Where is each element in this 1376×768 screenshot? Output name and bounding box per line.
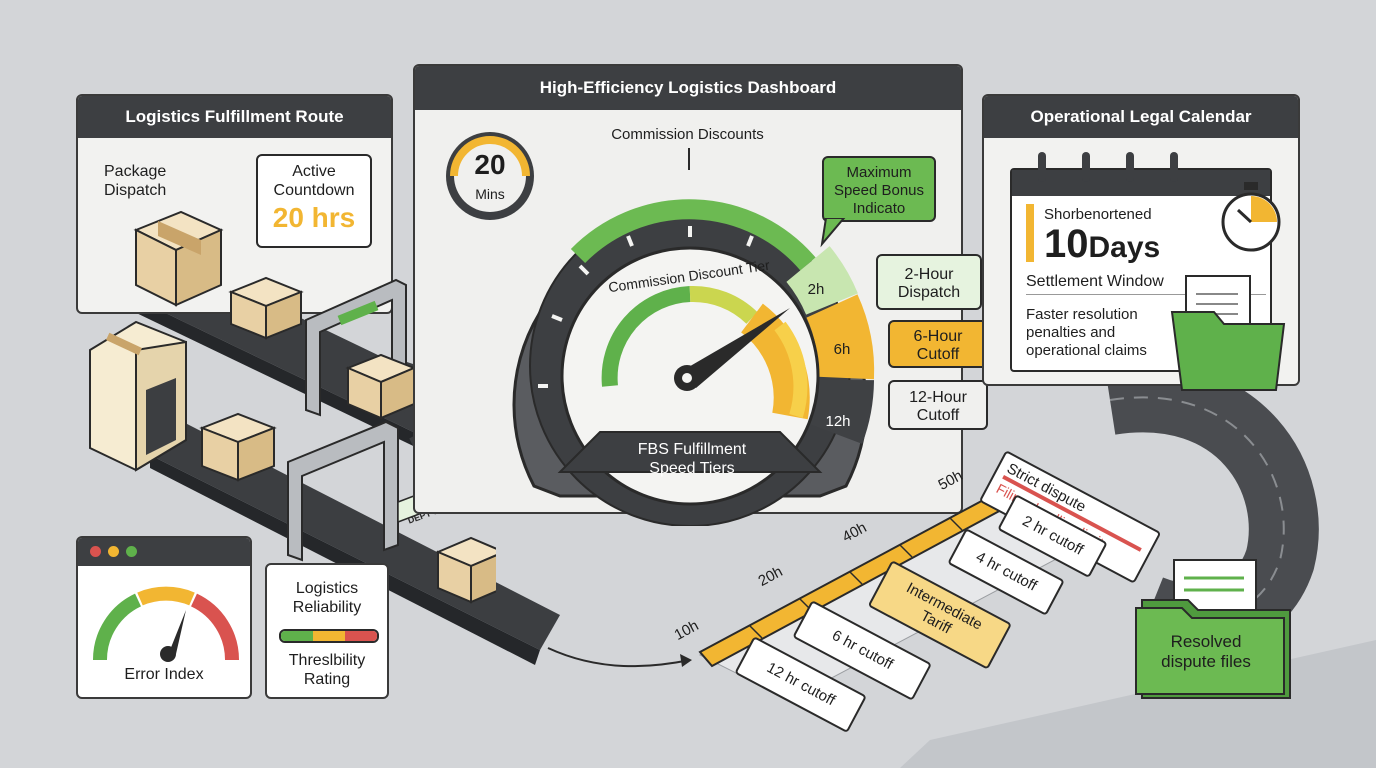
resolved-folder-icon	[1135, 559, 1291, 699]
error-index-label: Error Index	[124, 666, 204, 683]
tier-ring-12h: 12h	[825, 413, 851, 430]
days-unit: Days	[1088, 231, 1161, 264]
stopwatch-icon	[1221, 182, 1281, 252]
gauge-caption: FBS Fulfillment Speed Tiers	[637, 441, 747, 477]
tier-ring-2h: 2h	[807, 281, 825, 298]
tier-callout-12h: 12-Hour Cutoff	[888, 380, 988, 430]
tier-callout-2h: 2-Hour Dispatch	[876, 254, 982, 310]
error-index-panel: Error Index	[76, 536, 252, 699]
scanner-gate-icon	[305, 278, 407, 417]
commission-discounts-label: Commission Discounts	[611, 126, 764, 143]
package-dispatch-label: Package Dispatch	[104, 163, 167, 199]
package-box-icon	[435, 536, 496, 604]
close-dot-icon[interactable]	[90, 546, 101, 557]
error-gauge-icon	[92, 586, 240, 662]
active-countdown-card: Active Countdown 20 hrs	[256, 154, 372, 248]
resolution-text: Faster resolution penalties and operatio…	[1026, 306, 1147, 359]
tier-callout-6h: 6-Hour Cutoff	[888, 320, 988, 368]
package-box-icon	[199, 412, 277, 482]
timer-icon	[446, 132, 534, 220]
warehouse-icon	[89, 320, 187, 472]
timer-unit: Mins	[475, 186, 505, 202]
maximize-dot-icon[interactable]	[126, 546, 137, 557]
error-panel-titlebar	[78, 538, 250, 566]
calendar-rings-icon	[1038, 152, 1178, 182]
folder-icon	[1170, 275, 1286, 391]
conveyor-upper-side	[76, 270, 430, 454]
countdown-label: Active Countdown	[273, 163, 355, 199]
shortened-label: Shorbenortened	[1044, 206, 1152, 223]
dashboard-title: High-Efficiency Logistics Dashboard	[415, 66, 961, 110]
days-display: 10Days	[1044, 222, 1160, 270]
highlight-bar	[1026, 204, 1034, 262]
reliability-bar	[279, 629, 379, 643]
tier-ring-6h: 6h	[833, 341, 851, 358]
countdown-value: 20 hrs	[272, 202, 356, 233]
reliability-title: Logistics Reliability	[292, 580, 362, 616]
package-box-icon	[228, 276, 304, 340]
settlement-window-label: Settlement Window	[1026, 273, 1164, 290]
tier-2h-segment	[785, 246, 858, 316]
flow-arrow	[547, 647, 691, 668]
max-speed-bonus-callout: Maximum Speed Bonus Indicato	[822, 156, 936, 222]
tier-6h-segment	[806, 294, 875, 380]
fulfillment-route-title: Logistics Fulfillment Route	[78, 96, 391, 138]
conveyor-lower-side	[150, 455, 540, 665]
reliability-rating: Threslbility Rating	[288, 652, 366, 688]
conveyor-items: DEPT'S	[89, 210, 496, 604]
reliability-panel: Logistics Reliability Threslbility Ratin…	[265, 563, 389, 699]
resolved-files-label: Resolved dispute files	[1161, 632, 1251, 671]
speed-gauge	[512, 199, 875, 526]
days-value: 10	[1044, 222, 1089, 266]
flow-arrow-head	[680, 654, 692, 667]
legal-calendar-title: Operational Legal Calendar	[984, 96, 1298, 138]
callout-tail	[820, 218, 846, 248]
pointer-line	[688, 148, 690, 170]
tier-12h-segment	[809, 379, 874, 444]
minimize-dot-icon[interactable]	[108, 546, 119, 557]
timer-value: 20	[474, 149, 506, 180]
calendar-header-bar	[1012, 170, 1270, 196]
package-box-icon	[133, 210, 224, 307]
calendar-divider	[1026, 294, 1266, 295]
package-box-icon	[345, 353, 417, 420]
